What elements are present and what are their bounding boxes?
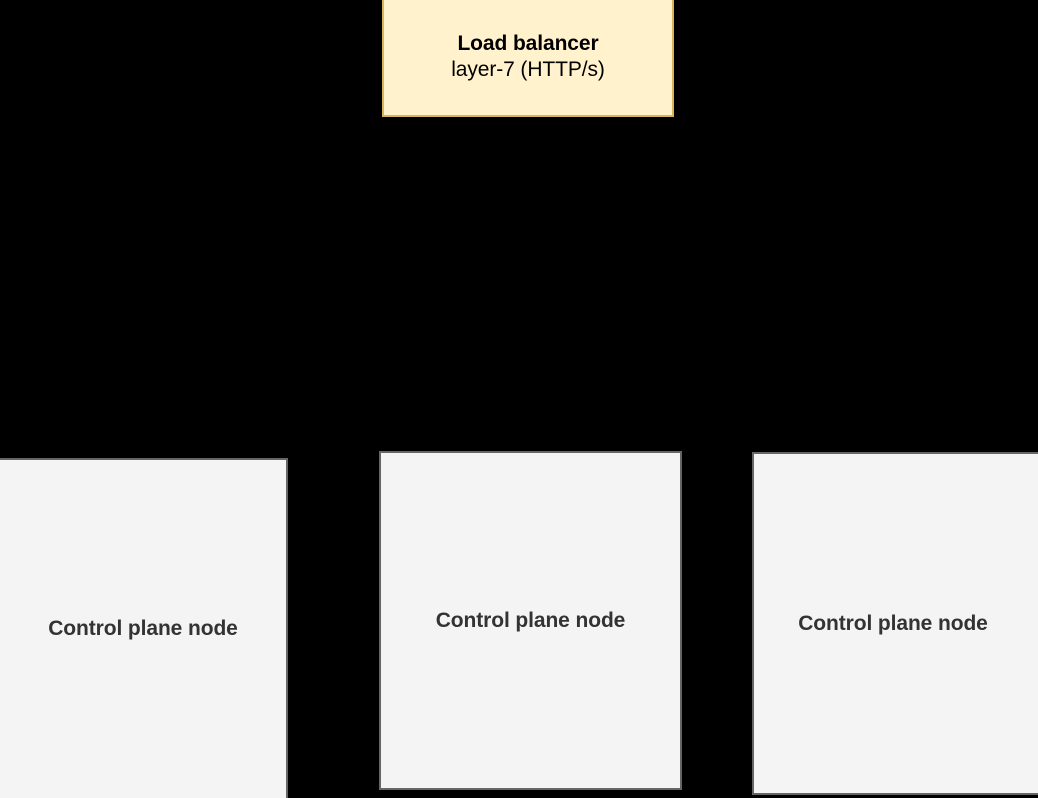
- control-plane-node-1[interactable]: Control plane node: [0, 458, 288, 798]
- control-plane-node-1-label: Control plane node: [48, 617, 238, 640]
- connector-lb-to-node-1: [142, 121, 530, 458]
- control-plane-node-3[interactable]: Control plane node: [752, 452, 1038, 795]
- load-balancer-node[interactable]: Load balancer layer-7 (HTTP/s): [382, 0, 674, 117]
- load-balancer-title: Load balancer: [457, 31, 599, 55]
- control-plane-node-2-label: Control plane node: [435, 608, 626, 632]
- control-plane-node-3-label: Control plane node: [798, 611, 988, 635]
- control-plane-node-2[interactable]: Control plane node: [379, 451, 682, 790]
- load-balancer-subtitle: layer-7 (HTTP/s): [451, 57, 605, 81]
- connector-lb-to-node-3: [528, 121, 898, 452]
